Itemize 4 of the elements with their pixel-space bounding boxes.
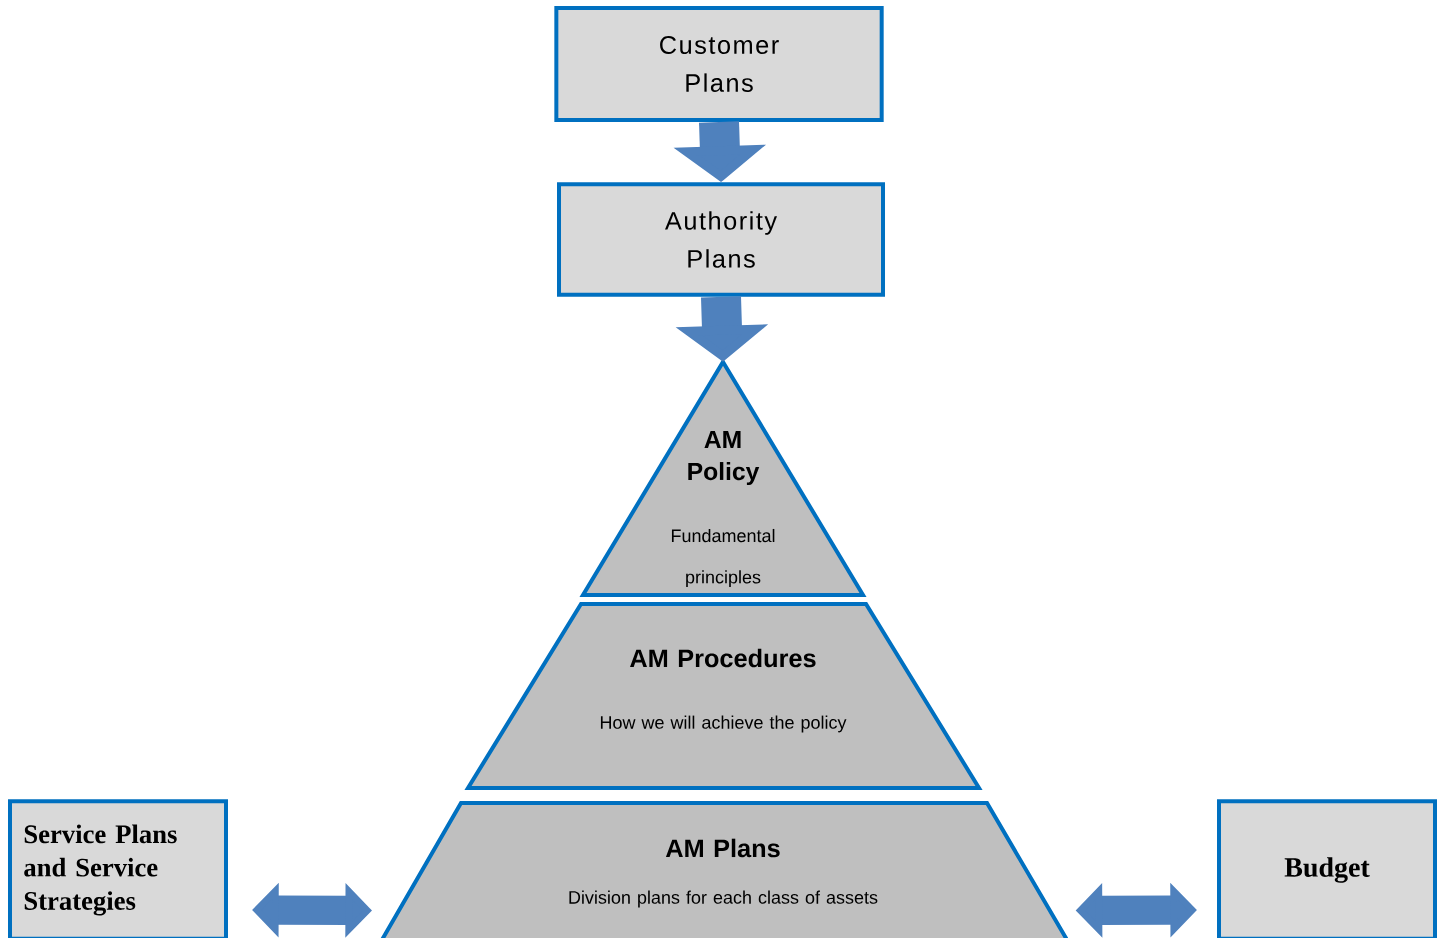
- plan-box: Budget: [1217, 799, 1437, 938]
- plan-box: Customer Plans: [554, 6, 884, 122]
- plan-box: Authority Plans: [557, 182, 885, 297]
- plan-box: Service Plans and Service Strategies: [8, 799, 228, 938]
